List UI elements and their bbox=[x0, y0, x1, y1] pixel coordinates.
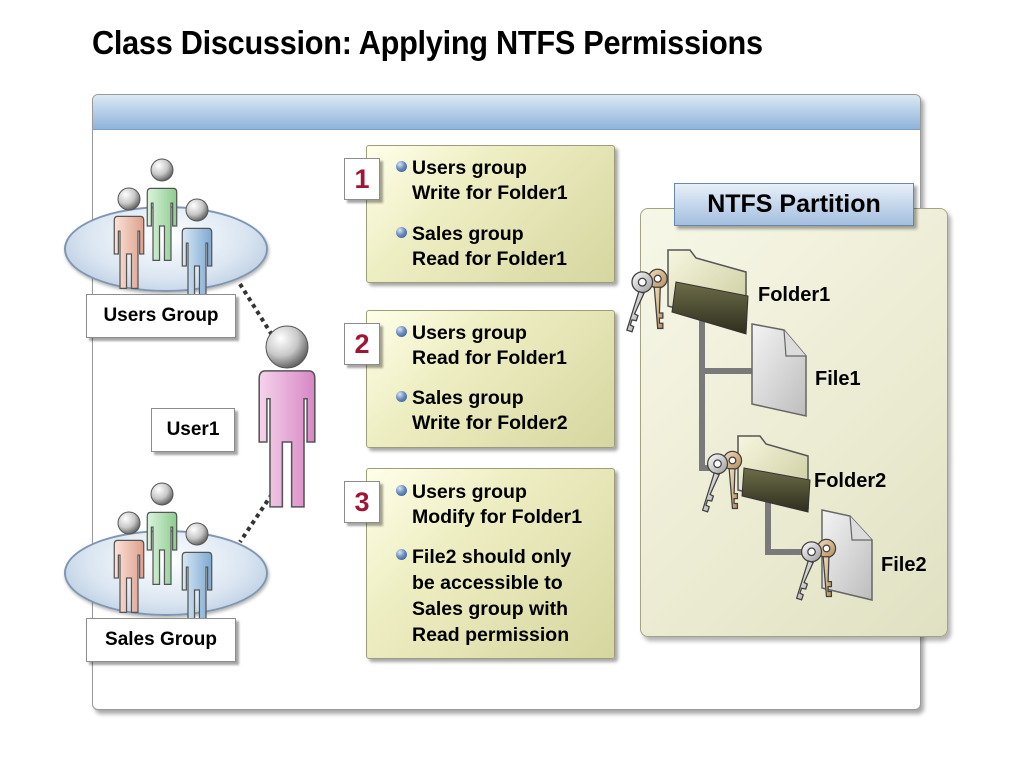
users-group-icon bbox=[113, 158, 213, 302]
folder1-icon bbox=[667, 249, 749, 335]
scenario-3-number: 3 bbox=[344, 481, 380, 523]
folder2-icon bbox=[737, 435, 811, 513]
frame-title-bar bbox=[93, 95, 920, 130]
ntfs-partition-header: NTFS Partition bbox=[674, 183, 914, 226]
folder1-label: Folder1 bbox=[758, 284, 831, 306]
users-group-label: Users Group bbox=[86, 294, 236, 338]
user1-label: User1 bbox=[151, 408, 235, 452]
scenario-2-box bbox=[366, 310, 615, 448]
scenario-3-box bbox=[366, 468, 615, 659]
bullet-icon bbox=[396, 391, 407, 402]
slide-title: Class Discussion: Applying NTFS Permissi… bbox=[92, 24, 763, 61]
scenario-1-number: 1 bbox=[344, 158, 380, 200]
folder2-keys-icon bbox=[701, 450, 743, 513]
bullet-icon bbox=[396, 549, 407, 560]
sales-connector bbox=[238, 492, 274, 544]
bullet-icon bbox=[396, 161, 407, 172]
sales-group-label: Sales Group bbox=[86, 618, 236, 662]
user1-icon bbox=[258, 325, 316, 508]
scenario-1-box bbox=[366, 145, 615, 283]
bullet-icon bbox=[396, 227, 407, 238]
file1-icon bbox=[751, 323, 807, 417]
bullet-icon bbox=[396, 485, 407, 496]
folder1-keys-icon bbox=[626, 268, 668, 333]
users-connector bbox=[238, 282, 274, 337]
folder2-label: Folder2 bbox=[814, 470, 887, 492]
bullet-icon bbox=[396, 326, 407, 337]
file2-icon bbox=[821, 509, 873, 601]
sales-group-icon bbox=[113, 482, 213, 626]
file2-label: File2 bbox=[881, 554, 927, 576]
scenario-2-number: 2 bbox=[344, 323, 380, 365]
file1-label: File1 bbox=[815, 368, 861, 390]
